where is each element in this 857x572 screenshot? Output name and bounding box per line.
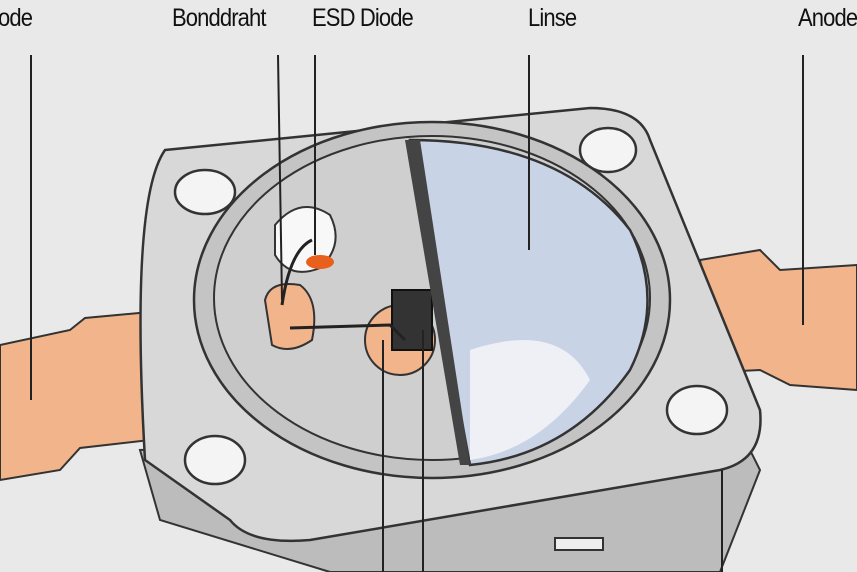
- label-esd-diode: ESD Diode: [312, 4, 414, 32]
- bond-wire: [289, 323, 407, 342]
- mount-hole: [578, 126, 638, 174]
- mount-hole: [183, 434, 247, 486]
- label-bonddraht: Bonddraht: [172, 4, 266, 32]
- label-anode: Anode: [798, 4, 857, 32]
- label-linse: Linse: [528, 4, 577, 32]
- mount-hole: [173, 168, 237, 216]
- esd-diode: [306, 255, 334, 269]
- mount-hole: [665, 384, 729, 436]
- bond-wire: [280, 238, 313, 306]
- label-kathode: ode: [0, 4, 33, 32]
- leader-lines: [30, 54, 804, 572]
- lens-cut-edge: [405, 140, 470, 465]
- lens-highlight: [470, 340, 590, 460]
- housing-slot: [554, 537, 604, 551]
- kathode-pad: [263, 283, 316, 350]
- kathode-lead: [0, 310, 151, 482]
- led-chip: [391, 289, 433, 351]
